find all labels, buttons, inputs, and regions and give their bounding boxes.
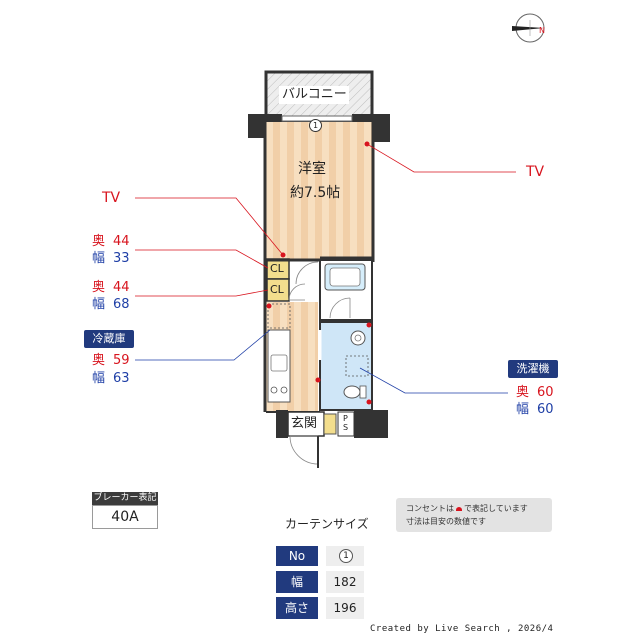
entrance-label: 玄関 — [291, 416, 318, 431]
tv-left-label: TV — [102, 190, 121, 206]
curtain-header-height: 高さ — [276, 597, 318, 619]
fridge-space — [267, 303, 291, 329]
curtain-value-no: 1 — [326, 546, 364, 566]
cl2-depth-value: 44 — [113, 280, 130, 295]
cl1-depth-key: 奥 — [92, 234, 106, 249]
cl1-width-value: 33 — [113, 251, 130, 266]
curtain-no-badge: 1 — [339, 549, 353, 563]
leader-cl1 — [135, 249, 269, 269]
balcony-label: バルコニー — [282, 87, 347, 102]
window-number-badge: 1 — [309, 119, 322, 132]
footer-credit: Created by Live Search , 2026/4 — [370, 624, 554, 634]
curtain-header-width: 幅 — [276, 571, 318, 593]
washer-tag: 洗濯機 — [508, 360, 558, 378]
note-line1-before: コンセントは — [406, 504, 454, 513]
western-room-floor — [266, 122, 372, 260]
wall-column-bottom — [354, 410, 388, 438]
cl2-width-key: 幅 — [92, 297, 106, 312]
washer-depth-value: 60 — [537, 385, 554, 400]
leader-fridge — [135, 329, 271, 361]
curtain-value-height: 196 — [326, 597, 364, 619]
leader-cl2 — [135, 289, 269, 297]
western-room-size: 約7.5帖 — [290, 185, 341, 201]
fridge-width-value: 63 — [113, 371, 130, 386]
western-room-label: 洋室 — [298, 161, 326, 177]
closet-2-label: CL — [270, 283, 284, 296]
compass-icon: N — [512, 13, 545, 43]
washer-width-key: 幅 — [516, 402, 530, 417]
curtain-value-width: 182 — [326, 571, 364, 593]
cl2-depth-key: 奥 — [92, 280, 106, 295]
leader-tv-right — [366, 143, 516, 173]
cl1-width-key: 幅 — [92, 251, 106, 266]
breaker-title: ブレーカー表記 — [92, 492, 158, 505]
curtain-header-no: No — [276, 546, 318, 566]
tv-right-label: TV — [526, 164, 545, 180]
shoe-box — [323, 413, 337, 435]
ps-label: PS — [343, 414, 349, 432]
washer-width-value: 60 — [537, 402, 554, 417]
closet-1-label: CL — [270, 262, 284, 275]
curtain-title: カーテンサイズ — [285, 517, 369, 531]
fridge-tag: 冷蔵庫 — [84, 330, 134, 348]
leader-washer — [359, 367, 508, 394]
fridge-depth-key: 奥 — [92, 353, 106, 368]
legend-note: コンセントは で表記しています 寸法は目安の数値です — [396, 498, 552, 532]
breaker-value: 40A — [92, 505, 158, 529]
leader-tv-left — [135, 197, 284, 256]
cl1-depth-value: 44 — [113, 234, 130, 249]
note-line1-after: で表記しています — [464, 504, 528, 513]
cl2-width-value: 68 — [113, 297, 130, 312]
fridge-width-key: 幅 — [92, 371, 106, 386]
outlet-legend-icon — [456, 506, 462, 511]
svg-text:N: N — [539, 26, 545, 35]
washer-depth-key: 奥 — [516, 385, 530, 400]
note-line2: 寸法は目安の数値です — [406, 517, 486, 526]
fridge-depth-value: 59 — [113, 353, 130, 368]
